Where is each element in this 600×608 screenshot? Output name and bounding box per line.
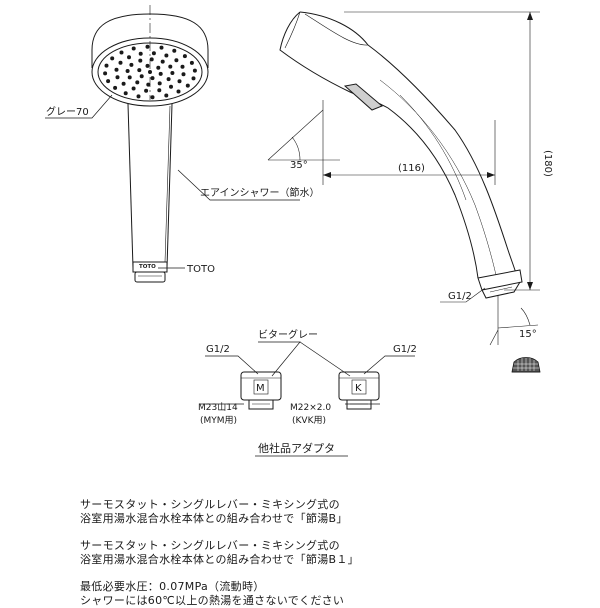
thread-right-label: G1/2	[448, 291, 472, 302]
spray-hole	[177, 79, 182, 84]
adapter-title: 他社品アダプタ	[258, 441, 335, 455]
spray-hole	[125, 69, 130, 73]
spray-hole	[150, 76, 155, 81]
dimension-height-label: (180)	[542, 150, 553, 177]
spray-holes	[103, 44, 197, 100]
gray-label: グレー70	[46, 105, 89, 118]
front-view-leaders	[45, 94, 300, 269]
angle-bottom-label: 15°	[519, 329, 537, 340]
adapter-color-label: ビターグレー	[258, 328, 318, 341]
adapter-k-use: (KVK用)	[292, 415, 326, 426]
spray-hole	[138, 58, 143, 63]
spray-hole	[151, 51, 156, 56]
spray-hole	[182, 54, 187, 59]
spray-hole	[131, 46, 136, 51]
spray-hole	[164, 53, 169, 58]
spray-hole	[150, 95, 155, 100]
spray-hole	[192, 68, 197, 73]
spray-hole	[170, 71, 175, 75]
spray-hole	[123, 91, 128, 96]
spray-hole	[145, 63, 150, 68]
adapter-right-thread: G1/2	[393, 344, 417, 355]
spray-hole	[156, 65, 161, 70]
spray-hole	[174, 58, 179, 63]
spray-hole	[131, 86, 136, 91]
spray-hole	[137, 68, 142, 73]
note-line-1: サーモスタット・シングルレバー・ミキシング式の	[80, 498, 340, 511]
adapter-m-spec: M23山14	[198, 402, 238, 413]
adapter-leaders	[200, 341, 415, 405]
spray-hole	[149, 57, 154, 62]
side-view-dimensions	[267, 11, 540, 346]
spray-hole	[172, 48, 177, 53]
note-line-6: シャワーには60℃以上の熱湯を通さないでください	[80, 594, 345, 607]
adapter-left-thread: G1/2	[206, 344, 230, 355]
spray-hole	[191, 76, 196, 81]
spray-hole	[176, 89, 181, 94]
spray-hole	[189, 60, 194, 65]
spray-hole	[160, 59, 165, 64]
spray-hole	[169, 84, 173, 89]
filter-mesh-icon	[511, 357, 541, 373]
spray-hole	[139, 74, 144, 79]
spray-hole	[181, 72, 186, 77]
spray-hole	[157, 88, 162, 93]
spray-hole	[114, 67, 119, 72]
adapter-m-letter: M	[256, 383, 265, 394]
adapter-m-use: (MYM用)	[200, 415, 237, 426]
brand-label: TOTO	[186, 264, 215, 275]
adapter-k-spec: M22×2.0	[290, 403, 331, 413]
spray-hole	[145, 44, 150, 49]
note-line-4: 浴室用湯水混合水栓本体との組み合わせで「節湯B１」	[80, 553, 359, 566]
spray-hole	[138, 51, 143, 56]
spray-hole	[121, 81, 126, 86]
notes: サーモスタット・シングルレバー・ミキシング式の 浴室用湯水混合水栓本体との組み合…	[80, 498, 560, 608]
front-view	[91, 5, 209, 283]
spray-hole	[129, 62, 134, 67]
spray-hole	[113, 85, 118, 90]
spray-hole	[180, 64, 185, 69]
spray-hole	[118, 60, 123, 65]
spray-hole	[166, 77, 171, 82]
spray-hole	[157, 81, 162, 86]
side-view	[279, 11, 523, 299]
spray-hole	[146, 82, 151, 87]
spray-hole	[158, 71, 163, 76]
spray-hole	[110, 56, 115, 61]
spray-hole	[144, 88, 149, 93]
spray-hole	[168, 64, 173, 69]
spray-hole	[119, 50, 124, 55]
adapter-k	[338, 371, 380, 410]
adapter-k-letter: K	[355, 383, 362, 394]
spray-hole	[106, 79, 111, 84]
angle-top-label: 35°	[290, 160, 308, 171]
spray-hole	[104, 63, 109, 68]
spray-hole	[135, 80, 140, 85]
note-line-5: 最低必要水圧：0.07MPa（流動時）	[80, 580, 265, 593]
brand-mark: TOTO	[139, 264, 156, 270]
note-line-2: 浴室用湯水混合水栓本体との組み合わせで「節湯B」	[80, 512, 348, 525]
spray-hole	[136, 94, 141, 99]
dimension-length-label: (116)	[398, 163, 425, 174]
spray-hole	[127, 55, 131, 60]
spray-hole	[164, 93, 169, 98]
spray-hole	[159, 45, 164, 50]
note-line-3: サーモスタット・シングルレバー・ミキシング式の	[80, 539, 340, 552]
spray-hole	[115, 75, 120, 80]
spray-hole	[127, 75, 132, 80]
product-label: エアインシャワー（節水）	[200, 186, 320, 199]
spray-hole	[185, 83, 190, 88]
adapter-m	[240, 371, 282, 410]
spray-hole	[148, 70, 152, 74]
spray-hole	[103, 71, 108, 76]
